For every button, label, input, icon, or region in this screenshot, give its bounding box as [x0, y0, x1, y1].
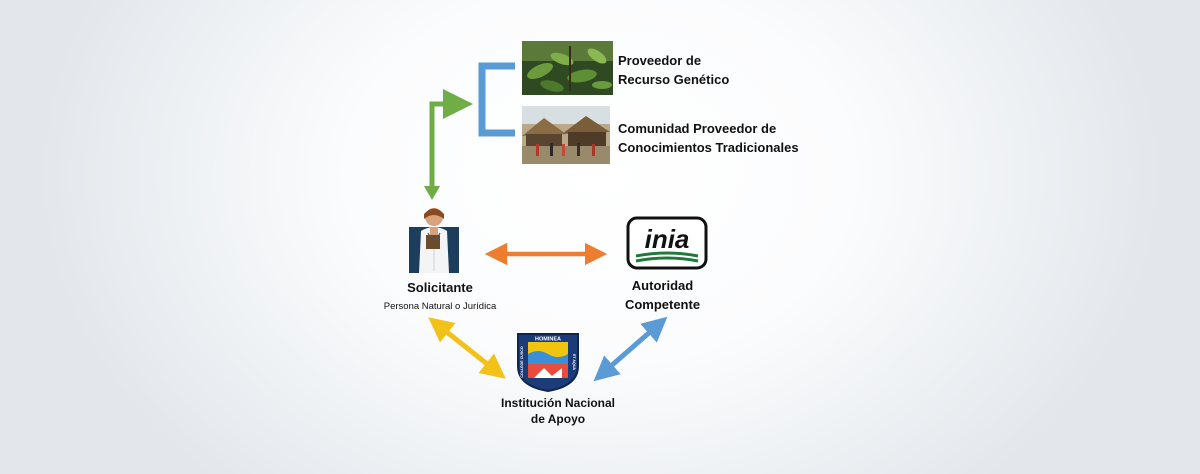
- solicitante-subtitle: Persona Natural o Jurídica: [383, 301, 497, 312]
- university-seal-icon: HOMINEA COLLEGE CUSCO ET AQUA: [516, 332, 580, 392]
- support-line2: de Apoyo: [530, 412, 586, 427]
- seal-right-text: ET AQUA: [572, 354, 576, 370]
- community-line1: Comunidad Proveedor de: [618, 121, 777, 136]
- support-label: Institución Nacional de Apoyo: [488, 395, 628, 427]
- community-label: Comunidad Proveedor de Conocimientos Tra…: [618, 120, 799, 158]
- grouping-bracket: [478, 62, 515, 137]
- inia-logo-text: inia: [645, 224, 690, 254]
- green-arrow: [429, 89, 473, 190]
- seal-top-text: HOMINEA: [535, 337, 561, 343]
- provider-label: Proveedor de Recurso Genético: [618, 52, 729, 90]
- green-arrow-down-head: [424, 186, 440, 200]
- community-line2: Conocimientos Tradicionales: [618, 139, 799, 155]
- authority-label: Autoridad Competente: [610, 277, 715, 315]
- authority-line1: Autoridad: [631, 278, 694, 293]
- doctor-icon: [409, 205, 459, 273]
- seal-left-text: COLLEGE CUSCO: [520, 346, 524, 378]
- village-photo: [522, 106, 610, 164]
- provider-line1: Proveedor de: [618, 53, 702, 68]
- authority-line2: Competente: [624, 296, 701, 312]
- solicitante-title: Solicitante: [407, 280, 473, 295]
- yellow-arrow: [428, 317, 506, 379]
- plant-photo: [522, 41, 613, 95]
- provider-line2: Recurso Genético: [618, 71, 730, 87]
- inia-logo: inia: [626, 216, 708, 270]
- support-line1: Institución Nacional: [500, 396, 615, 410]
- blue-arrow: [593, 316, 668, 382]
